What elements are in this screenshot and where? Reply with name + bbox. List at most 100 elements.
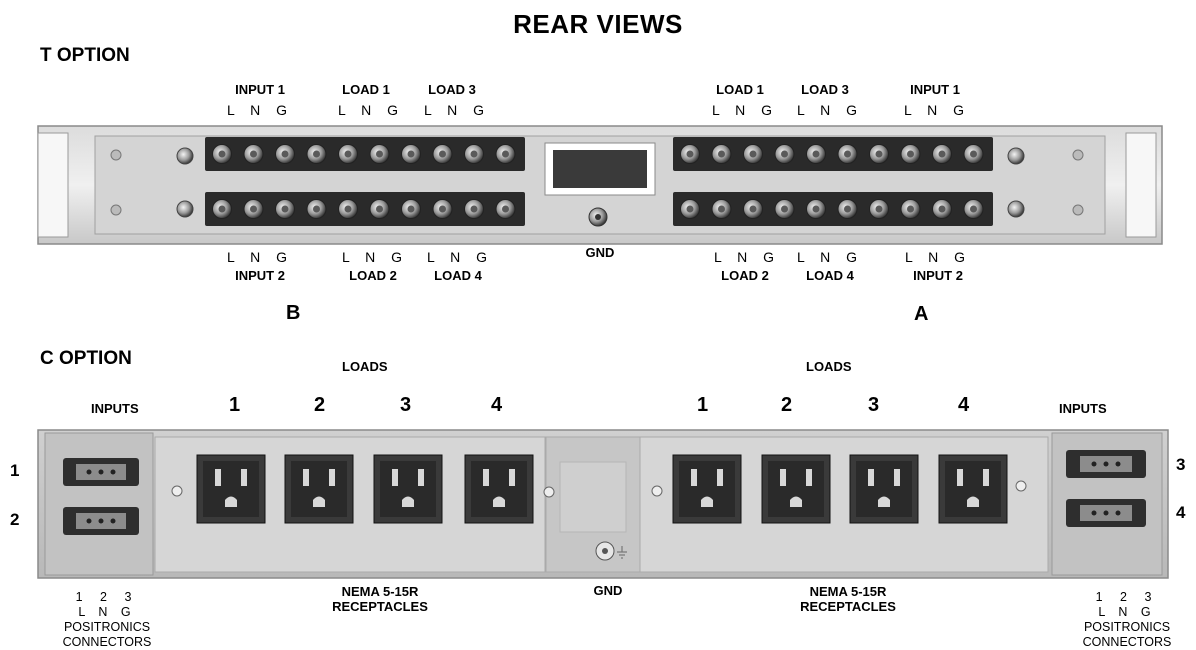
c-load-number-a4: 4 <box>958 394 970 416</box>
terminal-screw-b-1-4 <box>338 199 358 219</box>
c-input-number-2: 2 <box>10 510 20 529</box>
terminal-screw-b-0-3 <box>306 144 327 164</box>
terminal-screw-b-0-8 <box>464 144 484 164</box>
terminal-screw-b-1-0 <box>212 199 232 219</box>
c-pin-numbers-right: 1 2 3 <box>1095 590 1159 604</box>
nema-receptacle-4 <box>464 454 534 524</box>
terminal-screw-a-1-5 <box>837 199 858 219</box>
t-lng-top-3: L N G <box>423 102 491 118</box>
positronics-connector-2 <box>63 507 139 535</box>
terminal-screw-b-0-7 <box>432 144 453 164</box>
t-lng-bot-4: L N G <box>713 249 781 265</box>
positronics-connector-1 <box>63 458 139 486</box>
c-load-number-a1: 1 <box>697 394 709 416</box>
t-label-input1-b: INPUT 1 <box>235 82 285 97</box>
terminal-screw-a-0-2 <box>743 144 763 164</box>
terminal-screw-b-0-5 <box>369 144 390 164</box>
c-connectors-line2-right: CONNECTORS <box>1082 635 1172 649</box>
c-option-heading: C OPTION <box>40 348 132 369</box>
nema-receptacle-6 <box>761 454 831 524</box>
nema-receptacle-7 <box>849 454 919 524</box>
terminal-screw-a-1-2 <box>743 199 763 219</box>
c-connectors-line2-left: CONNECTORS <box>62 635 152 649</box>
terminal-screw-b-1-7 <box>432 199 453 219</box>
terminal-screw-b-0-4 <box>338 144 358 164</box>
c-connectors-line1-right: POSITRONICS <box>1083 620 1171 634</box>
t-label-load1-b: LOAD 1 <box>342 82 390 97</box>
terminal-screw-b-0-1 <box>243 144 264 164</box>
c-connectors-legend-right: 1 2 3 L N G POSITRONICS CONNECTORS <box>1072 590 1182 650</box>
terminal-screw-a-1-9 <box>963 199 984 219</box>
terminal-screw-b-0-0 <box>212 144 232 164</box>
t-lng-top-5: L N G <box>796 102 864 118</box>
t-lng-bot-1: L N G <box>226 249 294 265</box>
c-pin-letters-right: L N G <box>1098 605 1156 619</box>
c-load-number-a2: 2 <box>781 394 793 416</box>
t-lng-bot-3: L N G <box>426 249 494 265</box>
c-load-number-b1: 1 <box>229 394 241 416</box>
terminal-screw-a-1-6 <box>869 199 889 219</box>
terminal-screw-a-0-1 <box>711 144 732 164</box>
c-gnd-label: GND <box>593 583 623 598</box>
t-label-load2-a: LOAD 2 <box>721 268 769 283</box>
terminal-screw-b-1-1 <box>243 199 264 219</box>
terminal-screw-a-1-7 <box>900 199 921 219</box>
c-load-number-b2: 2 <box>314 394 326 416</box>
terminal-screw-a-0-3 <box>774 144 795 164</box>
t-lng-bot-2: L N G <box>341 249 409 265</box>
c-receptacles-line1-a: NEMA 5-15R <box>809 584 887 599</box>
page-title: REAR VIEWS <box>513 9 683 39</box>
c-load-number-b3: 3 <box>400 394 412 416</box>
t-label-load3-b: LOAD 3 <box>428 82 476 97</box>
t-label-input2-b: INPUT 2 <box>235 268 285 283</box>
c-receptacles-label-a: NEMA 5-15R RECEPTACLES <box>783 584 913 614</box>
terminal-screw-b-1-2 <box>275 199 295 219</box>
terminal-screw-b-1-8 <box>464 199 484 219</box>
c-loads-label-b: LOADS <box>342 359 388 374</box>
t-label-load4-b: LOAD 4 <box>434 268 482 283</box>
nema-receptacle-5 <box>672 454 742 524</box>
terminal-screw-b-1-3 <box>306 199 327 219</box>
t-label-load3-a: LOAD 3 <box>801 82 849 97</box>
terminal-screw-b-1-6 <box>401 199 421 219</box>
c-pin-numbers-left: 1 2 3 <box>75 590 139 604</box>
terminal-screw-b-0-6 <box>401 144 421 164</box>
positronics-connector-4 <box>1066 499 1146 527</box>
c-input-number-1: 1 <box>10 461 20 480</box>
t-lng-bot-6: L N G <box>904 249 972 265</box>
terminal-screw-a-1-3 <box>774 199 795 219</box>
terminal-screw-a-1-8 <box>932 199 952 219</box>
t-gnd-label: GND <box>585 245 615 260</box>
c-connectors-legend-left: 1 2 3 L N G POSITRONICS CONNECTORS <box>52 590 162 650</box>
terminal-screw-a-0-4 <box>806 144 826 164</box>
t-label-input2-a: INPUT 2 <box>913 268 963 283</box>
terminal-screw-a-1-4 <box>806 199 826 219</box>
t-option-heading: T OPTION <box>40 45 130 66</box>
c-input-number-4: 4 <box>1176 503 1186 522</box>
t-lng-top-6: L N G <box>903 102 971 118</box>
terminal-screw-b-0-9 <box>495 144 516 164</box>
nema-receptacle-8 <box>938 454 1008 524</box>
t-side-a-label: A <box>914 303 929 325</box>
nema-receptacle-3 <box>373 454 443 524</box>
c-load-number-b4: 4 <box>491 394 503 416</box>
terminal-screw-b-1-5 <box>369 199 390 219</box>
t-label-input1-a: INPUT 1 <box>910 82 960 97</box>
c-loads-label-a: LOADS <box>806 359 852 374</box>
c-inputs-label-right: INPUTS <box>1059 401 1107 416</box>
terminal-screw-a-0-8 <box>932 144 952 164</box>
t-label-load2-b: LOAD 2 <box>349 268 397 283</box>
nema-receptacle-2 <box>284 454 354 524</box>
terminal-screw-a-1-0 <box>680 199 700 219</box>
c-pin-letters-left: L N G <box>78 605 136 619</box>
terminal-screw-b-1-9 <box>495 199 516 219</box>
positronics-connector-3 <box>1066 450 1146 478</box>
terminal-screw-a-0-6 <box>869 144 889 164</box>
terminal-screw-a-0-9 <box>963 144 984 164</box>
c-receptacles-line2-b: RECEPTACLES <box>332 599 428 614</box>
nema-receptacle-1 <box>196 454 266 524</box>
t-lng-bot-5: L N G <box>796 249 864 265</box>
t-side-b-label: B <box>286 302 301 324</box>
